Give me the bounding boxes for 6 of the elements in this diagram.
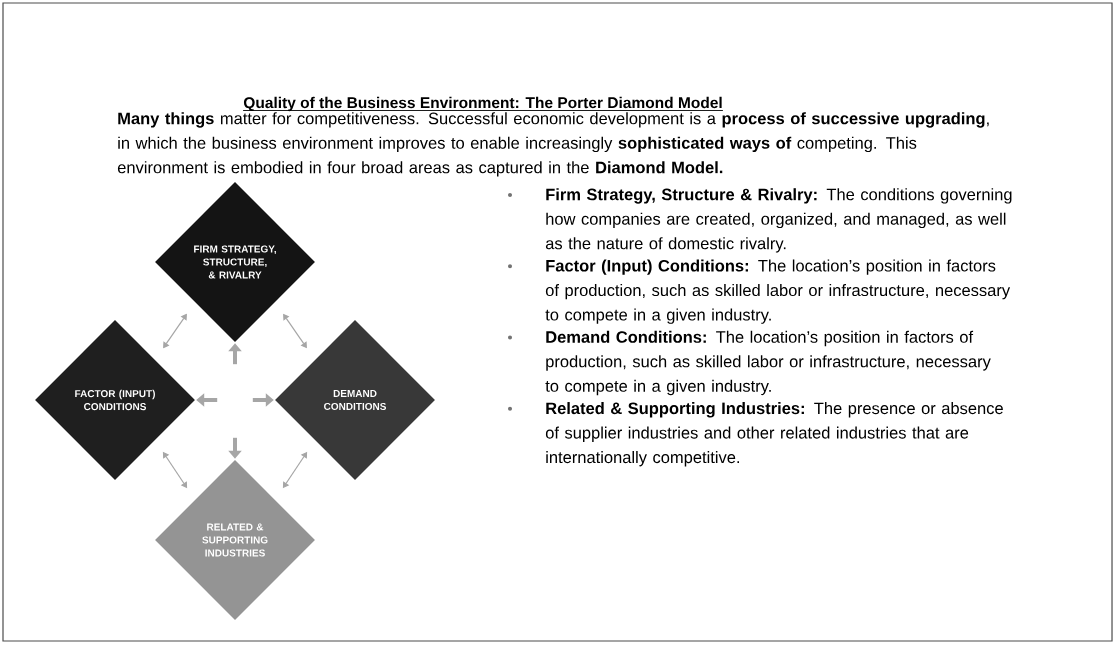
bullet-text: Factor (Input) Conditions: The location’s position in factors of production, such as skilled labor or infrastructure, necessary to compete in a given industry. (545, 259, 1011, 324)
title: Quality of the Business Environment: The Porter Diamond Model (242, 96, 724, 112)
intro-paragraph: Many things matter for competitiveness. Successful economic development is a process of successive upgrading, in which the business environment improves to enable increasingly sophisticated ways of competing. This environment is embodied in four broad areas as captured in the Diamond Model. (117, 112, 989, 177)
bullet-text: Demand Conditions: The location’s position in factors of production, such as skilled labor or infrastructure, necessary to compete in a given industry. (545, 330, 991, 396)
bullet-text: Related & Supporting Industries: The presence or absence of supplier industries and other related industries that are internationally competitive. (545, 402, 1003, 467)
bullet-text: Firm Strategy, Structure & Rivalry: The conditions governing how companies are created, organized, and managed, as well as the nature of domestic rivalry. (545, 188, 1012, 253)
